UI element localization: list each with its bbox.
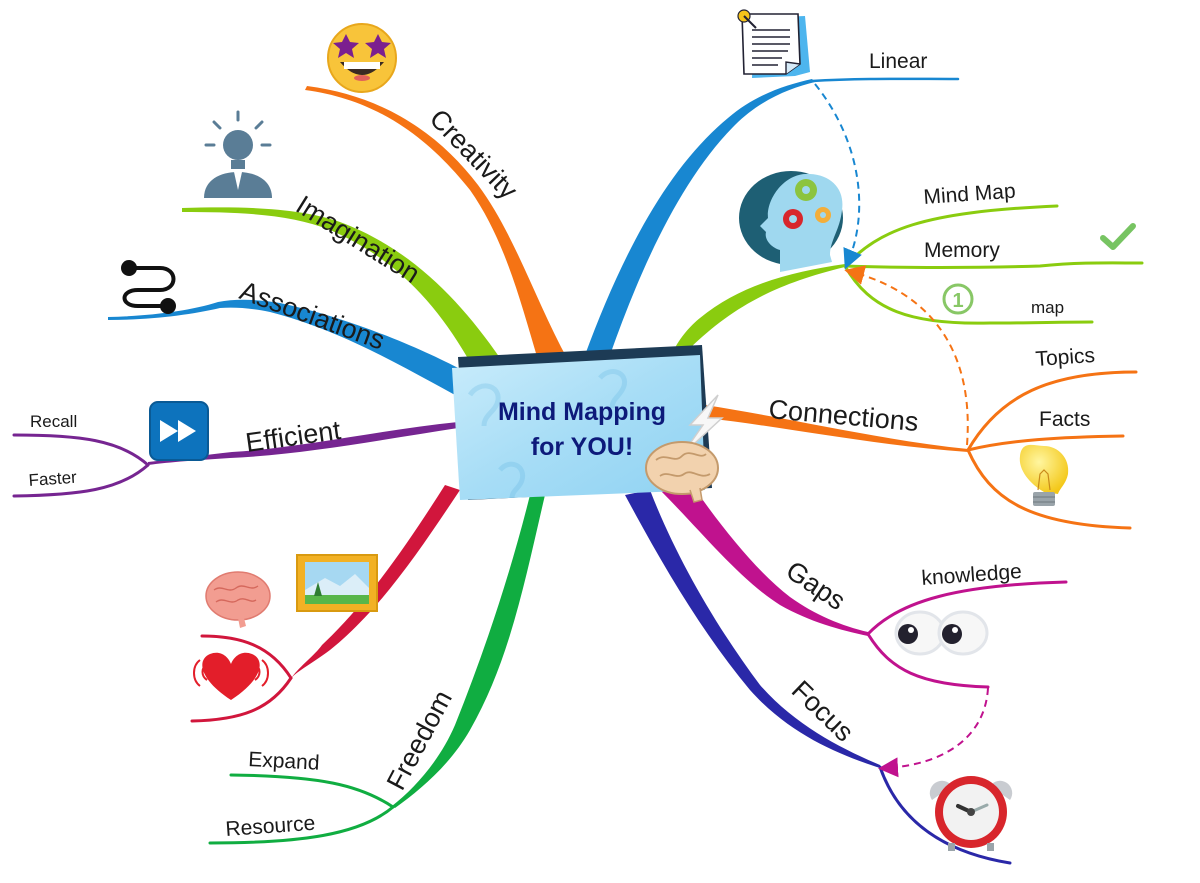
sub-branch-emotion-upper [200, 634, 293, 680]
lightbulb-person-icon [204, 110, 272, 198]
brain-icon [645, 441, 719, 503]
pink-brain-icon [205, 571, 271, 628]
number-one-badge-icon: 1 [942, 283, 974, 315]
sub-label-facts[interactable]: Facts [1039, 408, 1090, 431]
fast-forward-icon [149, 401, 209, 461]
sub-label-recall[interactable]: Recall [30, 412, 77, 431]
branch-memory [675, 264, 845, 348]
sub-branch-gaps-lower [866, 632, 990, 689]
central-title-line1: Mind Mapping [498, 398, 666, 426]
branch-linear [585, 79, 815, 355]
sub-branch-focus [878, 765, 1012, 865]
sub-label-linear[interactable]: Linear [869, 50, 927, 73]
sub-branch-topics [966, 370, 1138, 452]
sub-label-map[interactable]: map [1031, 298, 1064, 317]
sub-label-resource[interactable]: Resource [225, 812, 316, 841]
head-gears-icon [739, 171, 843, 272]
branch-label-freedom[interactable]: Freedom [381, 685, 458, 794]
lightbulb-icon [1019, 444, 1069, 506]
sub-branch-recall [12, 433, 150, 467]
sub-branch-facts [966, 434, 1125, 452]
sub-branch-linear [810, 77, 960, 83]
sub-branch-resource [208, 805, 395, 845]
sub-branch-map [843, 264, 1094, 325]
branch-label-imagination[interactable]: Imagination [291, 190, 425, 289]
branch-label-connections[interactable]: Connections [767, 394, 919, 437]
sub-label-mind-map[interactable]: Mind Map [923, 180, 1017, 209]
sub-branch-knowledge [866, 580, 1068, 636]
branch-imagination [182, 207, 500, 362]
connector-path-icon [121, 260, 176, 314]
branch-gaps [660, 482, 868, 636]
checkmark-icon [1100, 223, 1136, 250]
alarm-clock-icon [929, 776, 1013, 851]
relation-arrow-connections-to-memory [844, 265, 969, 446]
central-topic-card[interactable]: Mind Mapping for YOU! [452, 345, 724, 503]
branch-label-associations[interactable]: Associations [236, 275, 389, 355]
branch-efficient [148, 422, 458, 465]
sub-label-topics[interactable]: Topics [1035, 344, 1096, 371]
sub-label-expand[interactable]: Expand [248, 748, 320, 775]
relation-arrow-gaps-to-focus [878, 687, 989, 778]
framed-picture-icon [296, 554, 378, 612]
central-title-line2: for YOU! [531, 433, 633, 461]
branch-associations [108, 299, 462, 395]
star-struck-emoji-icon [327, 23, 397, 93]
sub-branch-emotion-lower [190, 676, 293, 723]
branch-focus [625, 490, 880, 768]
heart-icon [193, 652, 269, 700]
relation-arrow-linear-to-memory [814, 83, 862, 270]
sub-branch-faster [12, 463, 150, 498]
eyes-icon [894, 610, 989, 656]
notepad-icon [737, 9, 810, 78]
sub-label-faster[interactable]: Faster [28, 468, 78, 490]
sub-branch-connections-lower [966, 448, 1132, 530]
branch-label-efficient[interactable]: Efficient [244, 415, 343, 458]
branch-emotion [290, 485, 460, 680]
sub-branch-memory [843, 261, 1144, 269]
number-badge-text: 1 [952, 290, 963, 312]
sub-label-memory[interactable]: Memory [924, 239, 1000, 262]
branch-creativity [305, 86, 568, 360]
branch-connections [705, 405, 968, 452]
sub-branch-expand [229, 773, 395, 809]
branch-freedom [392, 495, 545, 808]
